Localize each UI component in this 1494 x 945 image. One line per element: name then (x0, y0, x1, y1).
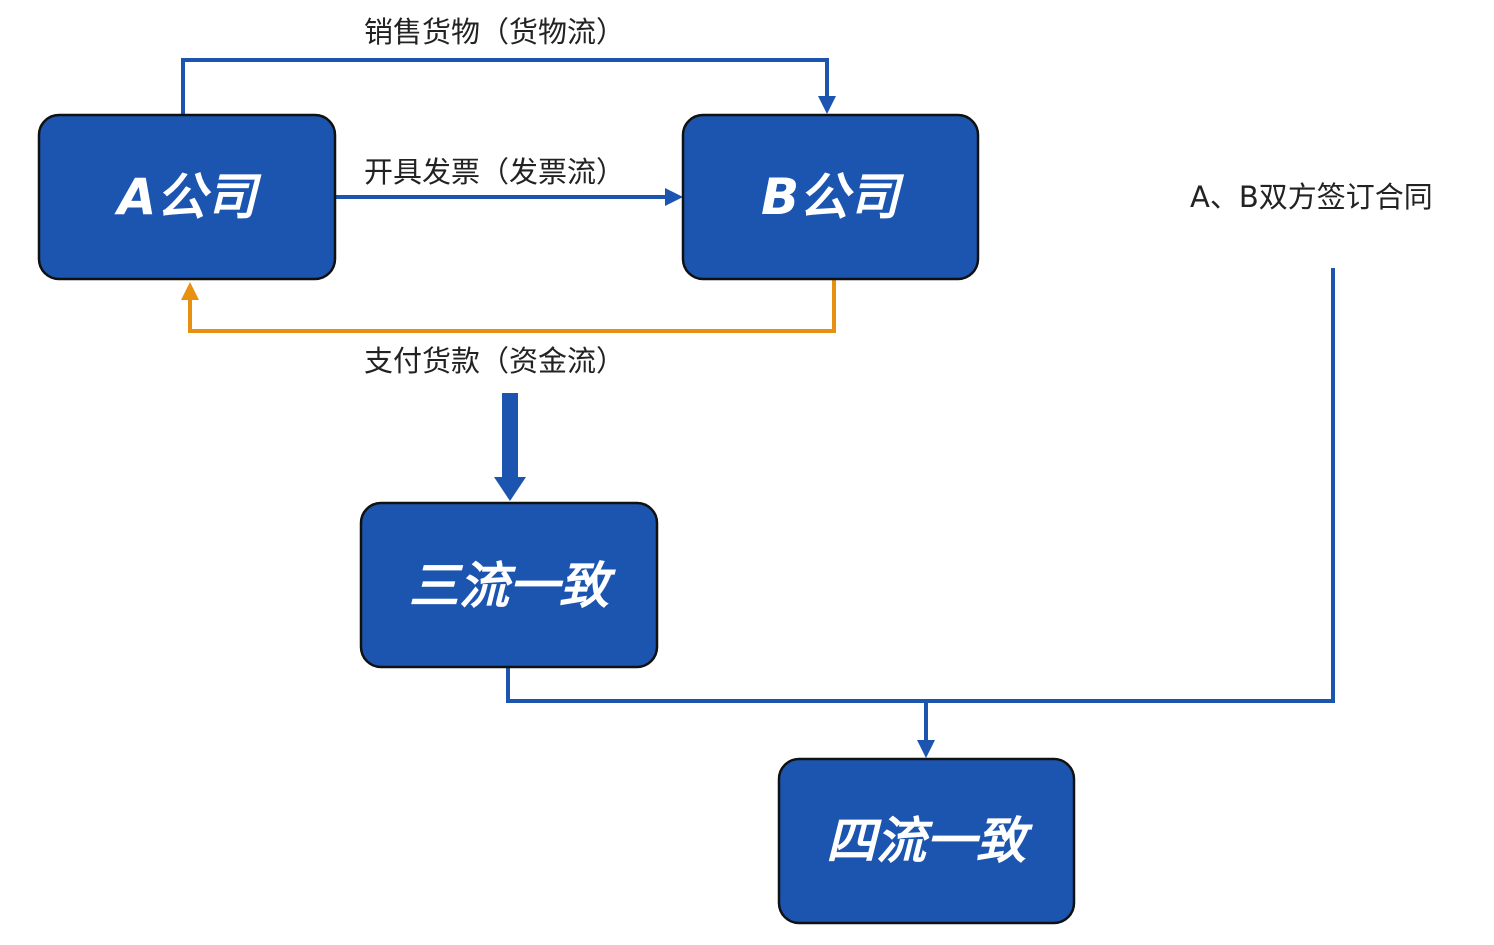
invoice-flow-label: 开具发票（发票流） (364, 155, 625, 189)
node-company-a: A公司 (37, 113, 337, 281)
goods-flow-label: 销售货物（货物流） (364, 15, 625, 49)
goods-flow-line (181, 58, 829, 115)
node-four-flows-box (777, 757, 1076, 925)
payment-flow-arrowhead (181, 282, 199, 300)
node-four-flows: 四流一致 (777, 757, 1076, 925)
invoice-flow-arrowhead (665, 188, 683, 206)
to-three-flows-connector (494, 393, 526, 501)
merge-line (506, 268, 1335, 703)
contract-label: A、B双方签订合同 (1190, 180, 1433, 214)
to-four-flows-connector (506, 268, 1335, 758)
node-company-b-label: B公司 (761, 168, 905, 226)
goods-flow-arrowhead (818, 96, 836, 114)
node-company-b: B公司 (681, 113, 980, 281)
node-three-flows: 三流一致 (359, 501, 659, 669)
node-company-a-label: A公司 (114, 168, 263, 226)
node-four-flows-label: 四流一致 (826, 812, 1033, 870)
node-three-flows-box (359, 501, 659, 669)
goods-flow-connector (181, 58, 836, 115)
payment-flow-line (188, 280, 836, 333)
node-three-flows-label: 三流一致 (409, 557, 616, 615)
node-company-a-box (37, 113, 337, 281)
payment-flow-label: 支付货款（资金流） (364, 344, 625, 378)
to-three-flows-arrowhead (494, 477, 526, 501)
payment-flow-connector (181, 280, 836, 333)
node-company-b-box (681, 113, 980, 281)
invoice-flow-connector (336, 188, 683, 206)
to-four-flows-arrowhead (917, 740, 935, 758)
to-three-flows-shaft (502, 393, 518, 479)
